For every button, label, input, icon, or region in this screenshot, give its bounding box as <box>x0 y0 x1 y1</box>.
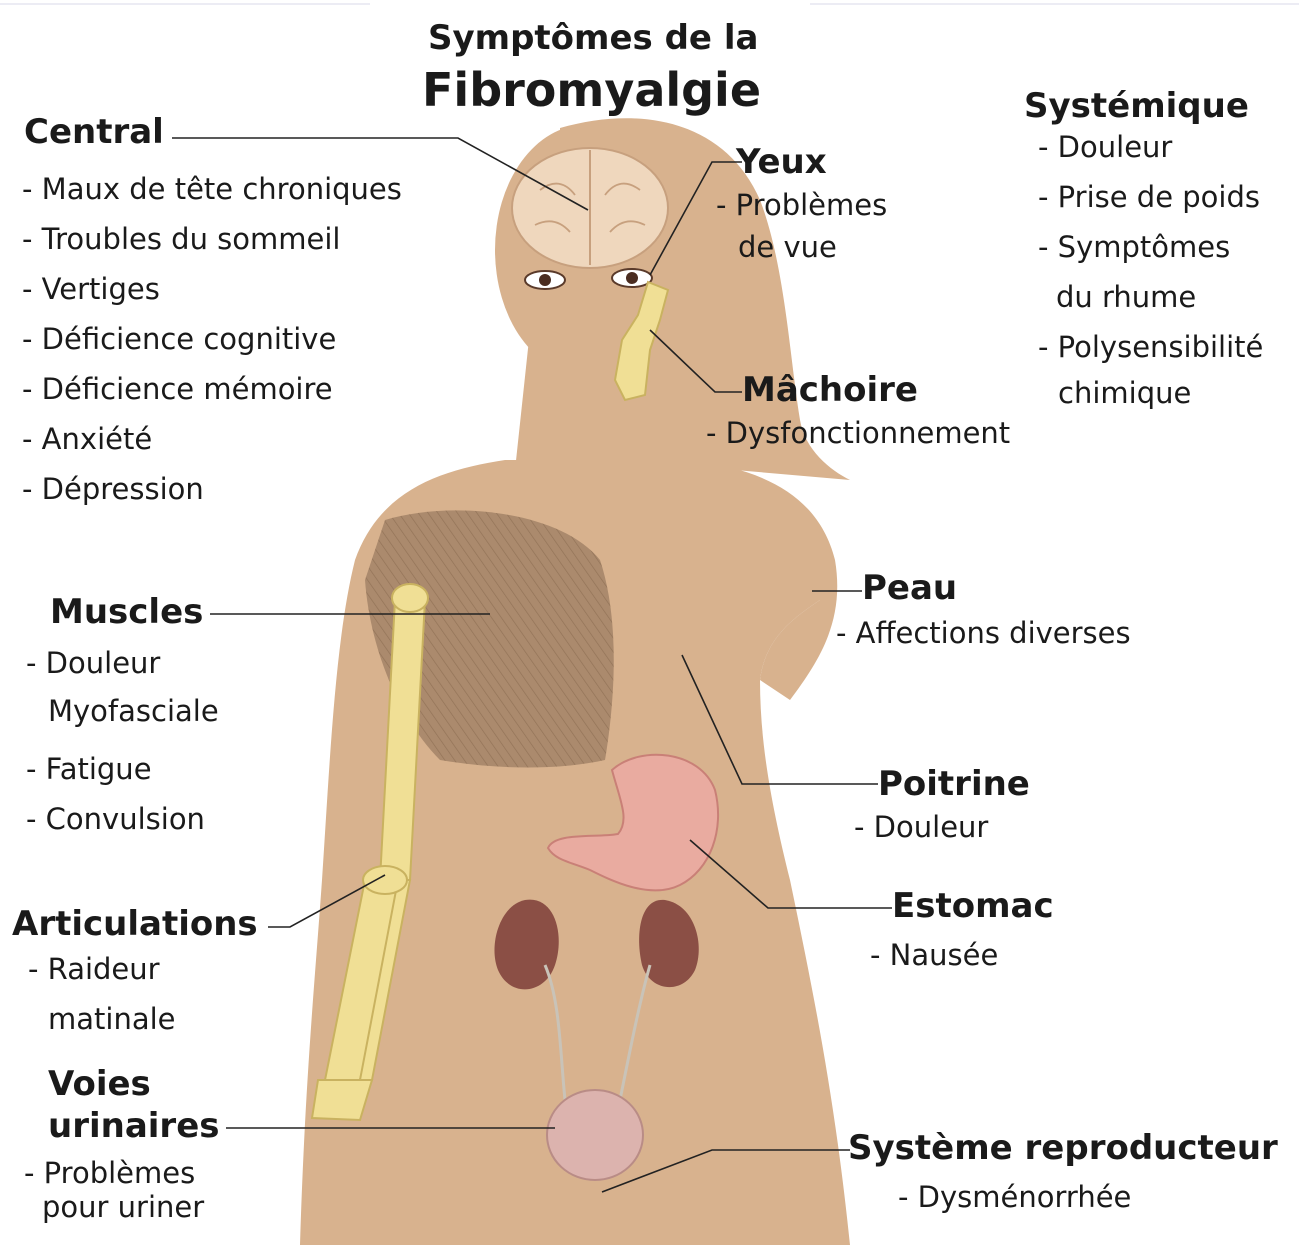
title-line-1: Symptômes de la <box>428 18 758 58</box>
joints-item: matinale <box>48 994 176 1044</box>
central-heading: Central <box>24 112 164 152</box>
systemic-item: - Prise de poids <box>1038 172 1260 222</box>
bladder <box>547 1090 643 1180</box>
reproductive-item: - Dysménorrhée <box>898 1172 1131 1222</box>
systemic-item: - Symptômes <box>1038 222 1230 272</box>
stomach-item: - Nausée <box>870 930 998 980</box>
eyes-heading: Yeux <box>736 142 827 182</box>
central-item: - Maux de tête chroniques <box>22 164 402 214</box>
muscles-item: - Fatigue <box>26 744 152 794</box>
urinary-heading-line-2: urinaires <box>48 1106 220 1146</box>
muscles-item: - Douleur <box>26 638 160 688</box>
central-item: - Vertiges <box>22 264 160 314</box>
joints-item: - Raideur <box>28 944 160 994</box>
systemic-item: chimique <box>1058 368 1191 418</box>
jaw-heading: Mâchoire <box>742 370 918 410</box>
systemic-item: - Douleur <box>1038 122 1172 172</box>
title-line-2: Fibromyalgie <box>422 62 761 118</box>
skin-item: - Affections diverses <box>836 608 1131 658</box>
central-item: - Troubles du sommeil <box>22 214 341 264</box>
stomach-heading: Estomac <box>892 886 1054 926</box>
jaw-item: - Dysfonctionnement <box>706 408 1010 458</box>
brain <box>512 148 668 268</box>
chest-item: - Douleur <box>854 802 988 852</box>
reproductive-heading: Système reproducteur <box>848 1128 1278 1168</box>
systemic-item: du rhume <box>1056 272 1196 322</box>
central-item: - Déficience mémoire <box>22 364 333 414</box>
eyes-item: de vue <box>738 222 837 272</box>
central-item: - Anxiété <box>22 414 152 464</box>
urinary-item: pour uriner <box>42 1182 204 1232</box>
central-item: - Déficience cognitive <box>22 314 336 364</box>
systemic-item: - Polysensibilité <box>1038 322 1263 372</box>
central-item: - Dépression <box>22 464 204 514</box>
muscles-item: Myofasciale <box>48 686 219 736</box>
muscles-heading: Muscles <box>50 592 203 632</box>
systemic-heading: Systémique <box>1024 86 1249 126</box>
joints-heading: Articulations <box>12 904 258 944</box>
chest-heading: Poitrine <box>878 764 1030 804</box>
skin-heading: Peau <box>862 568 957 608</box>
urinary-heading-line-1: Voies <box>48 1064 151 1104</box>
muscles-item: - Convulsion <box>26 794 205 844</box>
